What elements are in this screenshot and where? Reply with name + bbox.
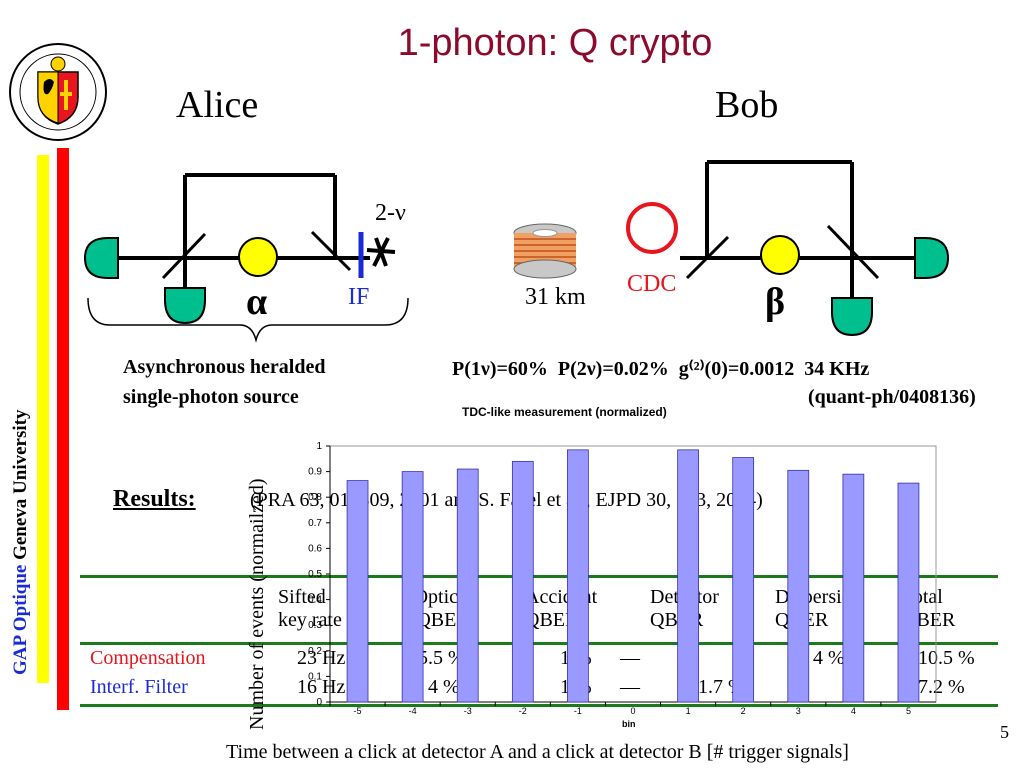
chart-y-tick-label: 0.1 (308, 671, 322, 682)
row-compensation-name: Compensation (90, 647, 206, 669)
source-brace (87, 297, 409, 343)
chart-x-axis-label: bin (622, 719, 636, 729)
chart-y-tick-label: 0.5 (308, 569, 322, 580)
table-cell: 23 Hz (297, 647, 346, 669)
alice-detector-left (83, 237, 119, 279)
chart-x-tick-label: 3 (796, 706, 801, 716)
chart-x-tick-label: -4 (409, 706, 417, 716)
fiber-length-label: 31 km (525, 284, 586, 310)
alice-phase-modulator (238, 237, 278, 277)
chart-x-tick-label: -5 (354, 706, 362, 716)
slide-title: 1-photon: Q crypto (397, 22, 713, 64)
beta-label: β (765, 281, 786, 323)
if-label: IF (348, 284, 370, 310)
sidebar-red-bar (57, 148, 69, 710)
row-interf-filter-name: Interf. Filter (90, 676, 188, 698)
table-cell: 10.5 % (918, 647, 975, 669)
chart-y-tick-label: 0.3 (308, 620, 322, 631)
results-citation: (PRA 63, 012309, 2001 and S. Fasel et al… (250, 489, 763, 511)
alice-label: Alice (176, 84, 259, 126)
bob-label: Bob (715, 84, 779, 126)
source-caption-line2: single-photon source (123, 386, 299, 408)
source-caption-line1: Asynchronous heralded (123, 356, 326, 378)
table-cell: 16 Hz (297, 676, 346, 698)
source-stats-line: P(1ν)=60% P(2ν)=0.02% g⁽²⁾(0)=0.0012 34 … (452, 358, 870, 380)
table-cell: 7.2 % (918, 676, 965, 698)
fiber-spool-icon (513, 223, 577, 279)
chart-bar (346, 480, 369, 703)
chart-x-tick-label: -2 (519, 706, 527, 716)
chart-bar (842, 473, 865, 703)
bob-phase-modulator (760, 235, 800, 275)
chart-y-tick-label: 0.4 (308, 595, 322, 606)
sidebar-text-geneva-university: Geneva University (10, 409, 31, 560)
cdc-ring-icon (626, 202, 678, 254)
chart-title: TDC-like measurement (normalized) (462, 405, 667, 419)
sidebar-yellow-bar (37, 155, 49, 683)
alice-optical-path (108, 173, 370, 290)
photon-pair-source-star (366, 237, 396, 267)
chart-x-tick-label: 0 (630, 706, 635, 716)
sidebar-text-gap-optique: GAP Optique (10, 564, 31, 675)
sidebar-vertical-text: GAP Optique Geneva University (10, 410, 32, 675)
chart-x-tick-label: 4 (851, 706, 856, 716)
chart-bar (567, 449, 589, 703)
chart-x-tick-label: -3 (464, 706, 472, 716)
reference-label: (quant-ph/0408136) (808, 386, 976, 408)
chart-bar (511, 460, 534, 703)
alpha-label: α (246, 281, 268, 323)
table-bottom-rule (80, 704, 998, 707)
chart-y-tick-label: 0.8 (308, 492, 322, 503)
alice-detector-bottom (164, 287, 206, 325)
table-cell: — (620, 676, 640, 698)
chart-y-tick-label: 0 (316, 697, 322, 708)
chart-y-tick-label: 0.6 (308, 543, 322, 554)
university-seal-logo (9, 43, 107, 141)
bob-optical-path (680, 160, 925, 303)
tdc-bar-chart: 0 0.1 0.2 0.3 0.4 0.5 0.6 0.7 0.8 0.9 1 -5 -4 -3 -2 -1 0… (308, 441, 937, 716)
chart-y-tick-label: 0.9 (308, 467, 322, 478)
chart-bar (456, 468, 479, 703)
chart-bar (787, 469, 810, 703)
table-cell: 4 % (813, 647, 845, 669)
beam-splitters (161, 224, 880, 280)
chart-y-tick-label: 1 (316, 441, 322, 452)
chart-bar (677, 449, 699, 703)
bob-detector-right (914, 237, 950, 279)
table-cell: — (620, 647, 640, 669)
chart-bar (732, 457, 755, 703)
chart-x-tick-label: 1 (686, 706, 691, 716)
qkd-setup-diagram (83, 160, 950, 343)
table-cell: 4 % (428, 676, 460, 698)
chart-bar (897, 482, 920, 703)
chart-x-tick-label: -1 (574, 706, 582, 716)
table-cell: 5.5 % (418, 647, 465, 669)
results-label: Results: (113, 486, 196, 512)
chart-x-tick-label: 2 (741, 706, 746, 716)
table-top-rule (80, 575, 998, 578)
chart-y-tick-label: 0.2 (308, 646, 322, 657)
chart-y-tick-label: 0.7 (308, 518, 322, 529)
cdc-label: CDC (627, 271, 677, 297)
bob-detector-bottom (831, 297, 873, 337)
chart-x-tick-label: 5 (906, 706, 911, 716)
chart-y-axis-label: Number of events (normailzed) (246, 478, 268, 730)
chart-bottom-caption: Time between a click at detector A and a… (226, 741, 849, 763)
table-header-rule (80, 642, 998, 645)
two-photon-label: 2-ν (375, 200, 406, 226)
chart-bar (401, 471, 424, 703)
page-number: 5 (1000, 722, 1009, 742)
